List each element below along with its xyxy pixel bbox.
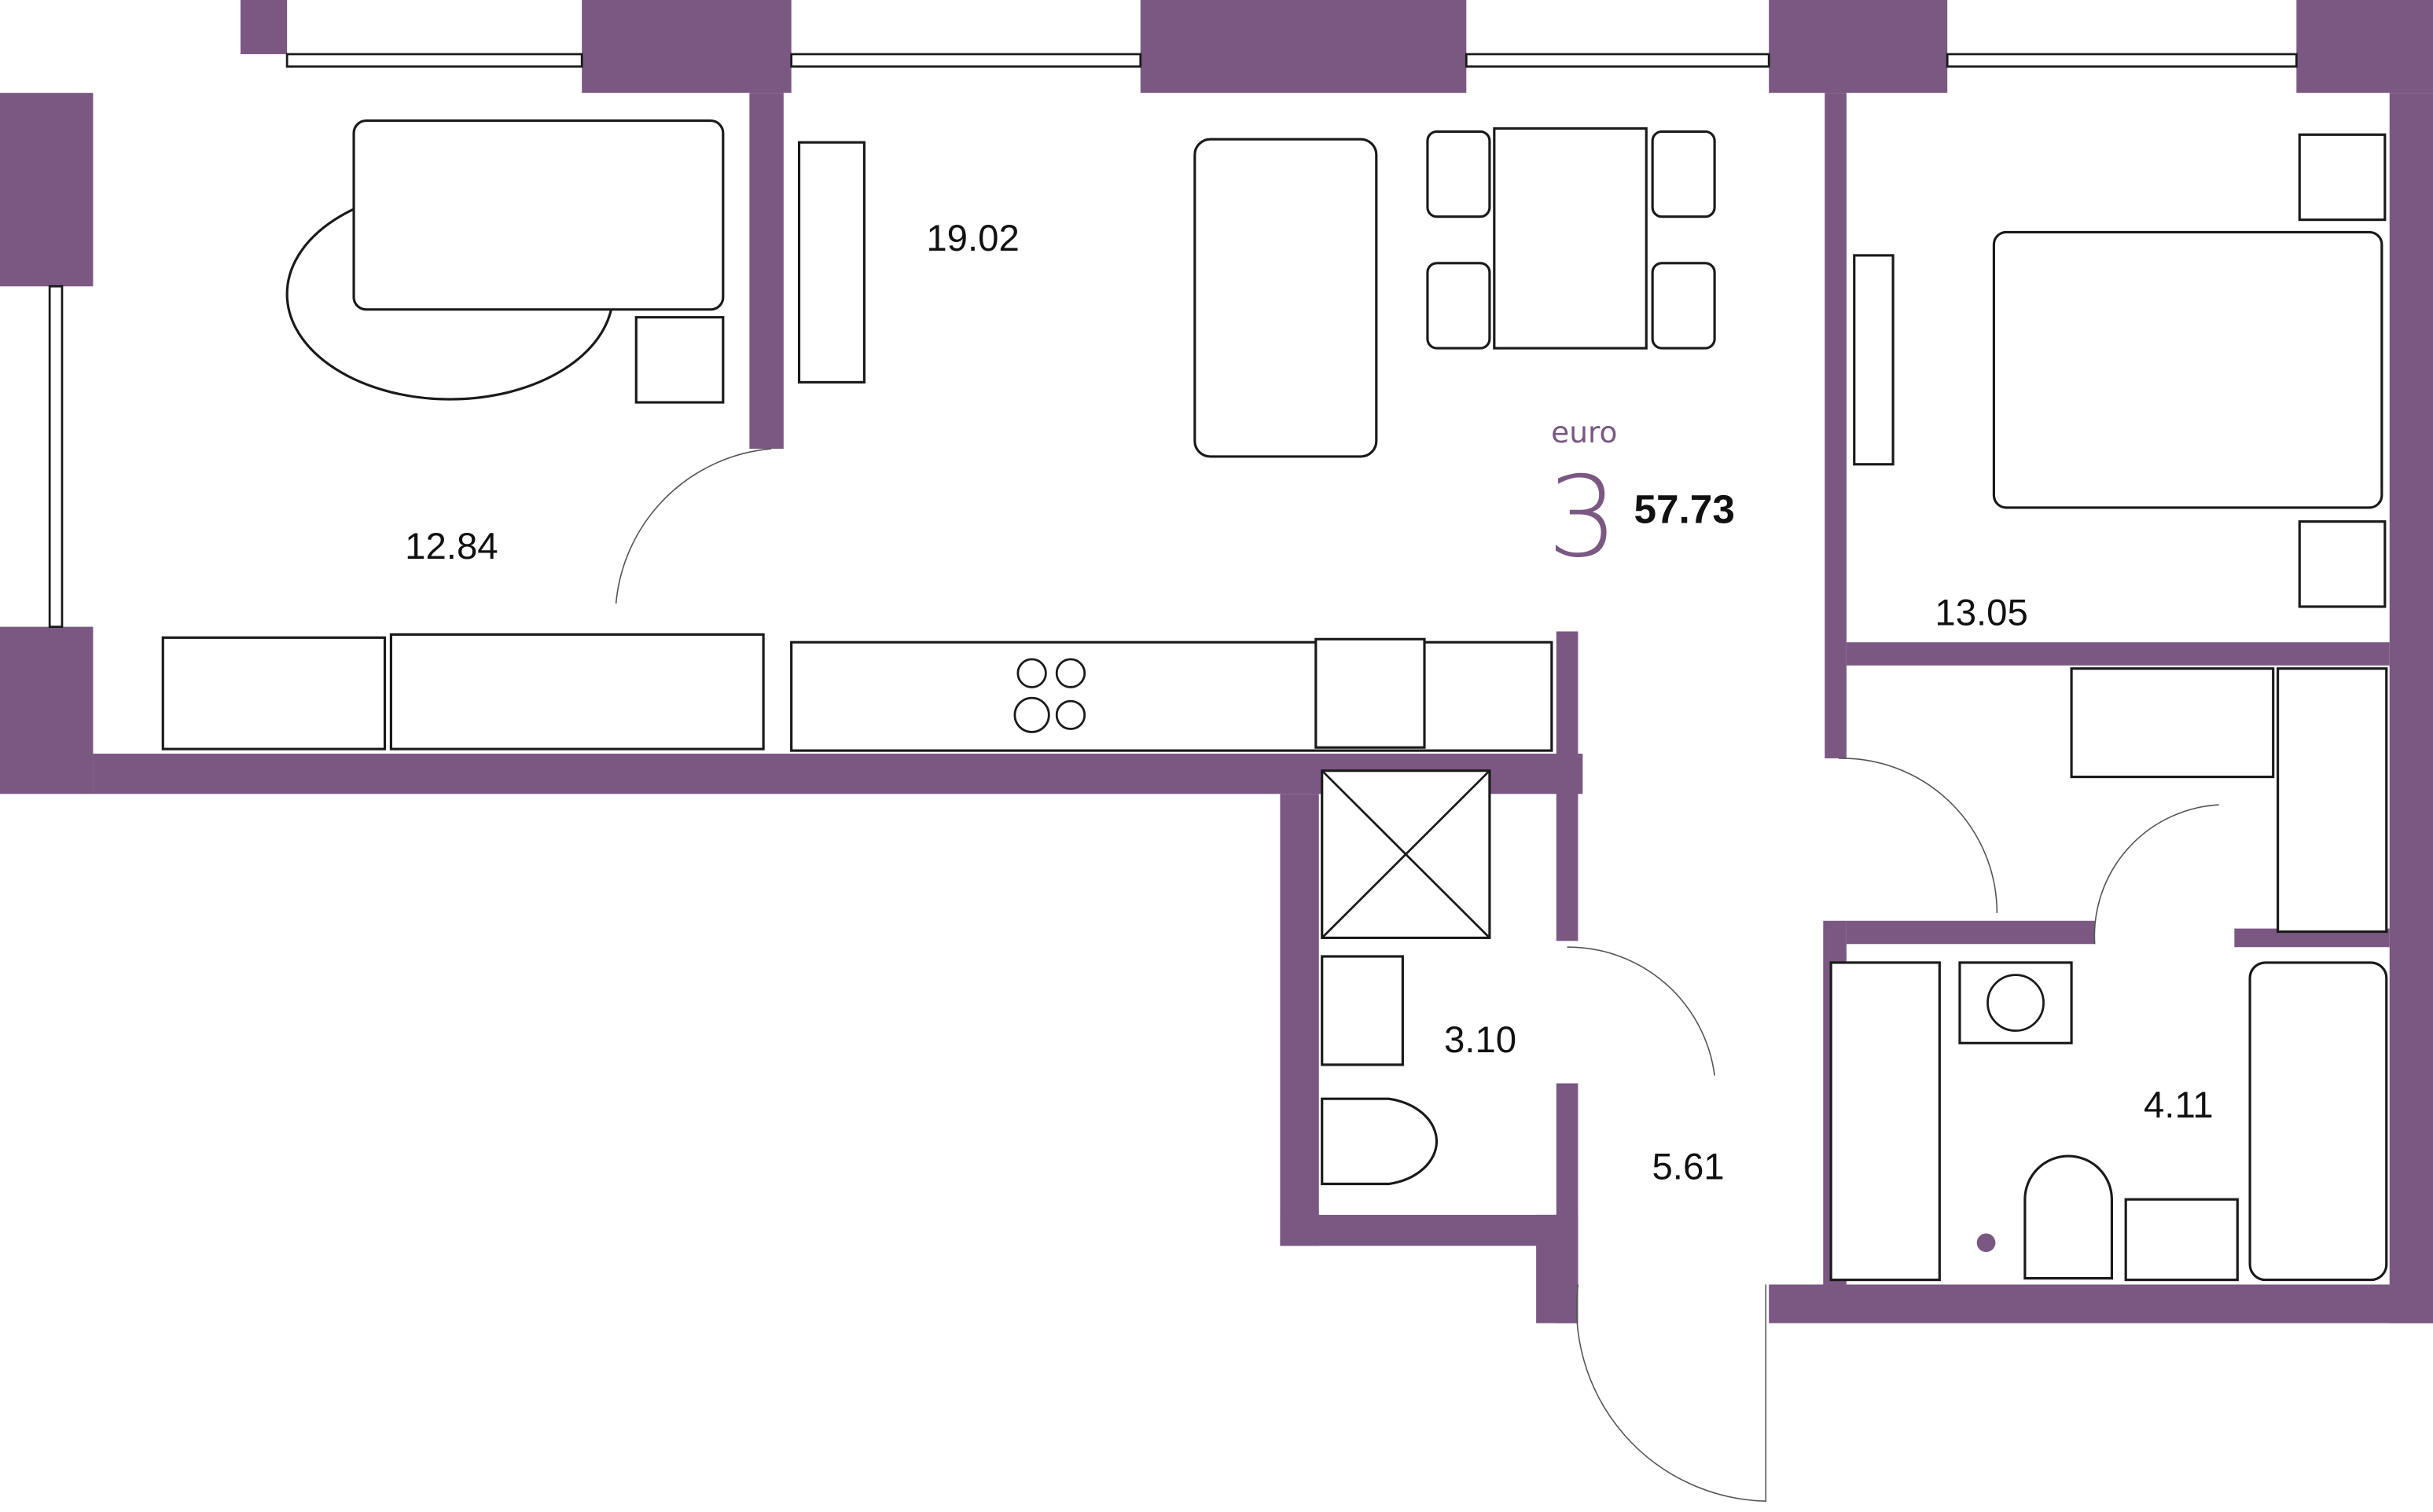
area-label-bathroom: 4.11 bbox=[2144, 1084, 2214, 1126]
furniture bbox=[161, 119, 2388, 1282]
doors bbox=[615, 448, 2219, 1503]
area-label-wc: 3.10 bbox=[1444, 1019, 1516, 1061]
labels: 12.84 19.02 13.05 3.10 5.61 4.11 euro 3 … bbox=[405, 218, 2213, 1188]
rooms-count: 3 bbox=[1547, 453, 1618, 582]
layout-type-label: euro bbox=[1551, 415, 1617, 450]
walls bbox=[0, 0, 2433, 1323]
area-label-living-kitchen: 19.02 bbox=[926, 218, 1019, 259]
area-label-bedroom-left: 12.84 bbox=[405, 526, 498, 567]
windows bbox=[48, 53, 2298, 628]
total-area: 57.73 bbox=[1634, 487, 1734, 532]
area-label-bedroom-right: 13.05 bbox=[1935, 593, 2027, 634]
area-label-hallway: 5.61 bbox=[1652, 1147, 1724, 1188]
